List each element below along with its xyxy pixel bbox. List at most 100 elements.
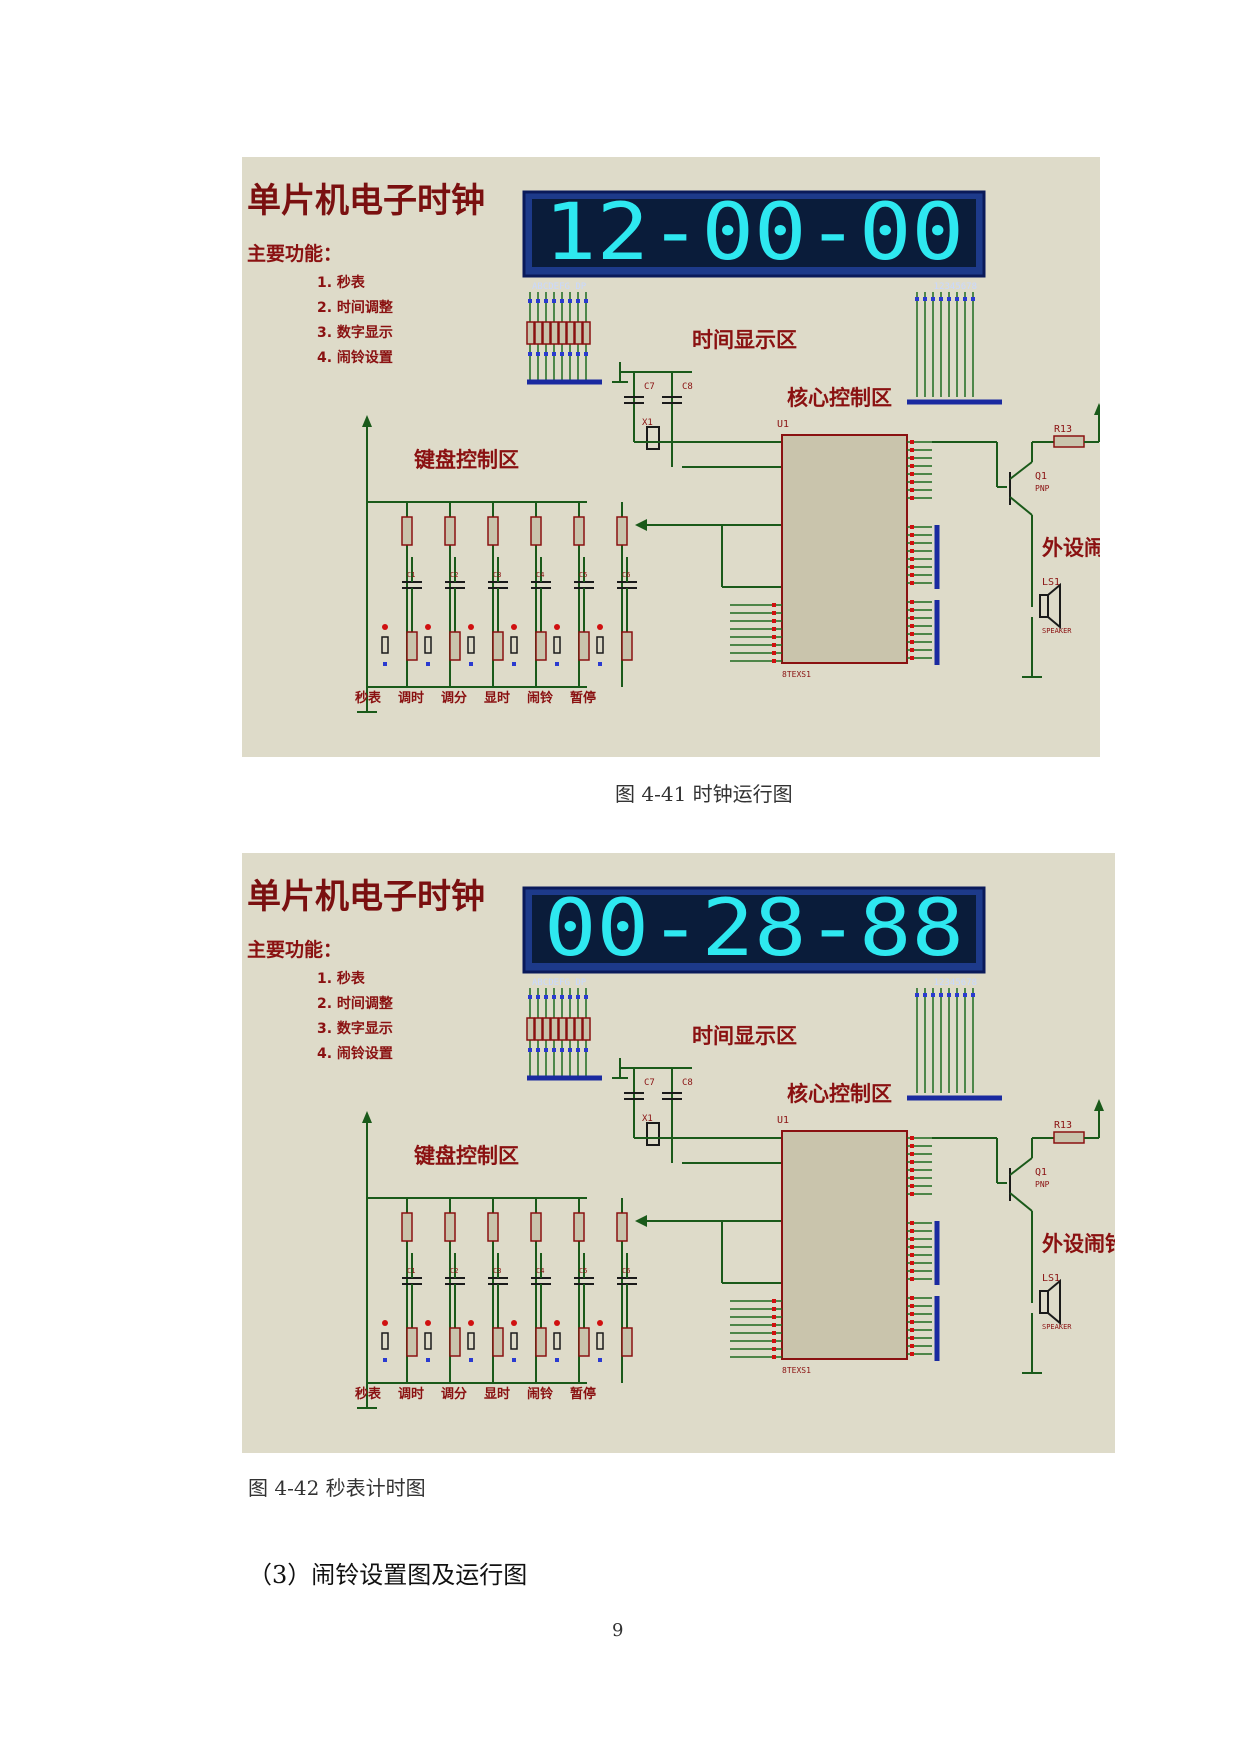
resistor-r13 (1053, 435, 1085, 448)
key-switch (553, 1332, 561, 1350)
key-label: 闹铃 (527, 690, 553, 706)
key-switch (510, 636, 518, 654)
mcu-name: U1 (777, 1115, 789, 1126)
pullup-resistor (401, 516, 413, 546)
key-switch (424, 636, 432, 654)
svg-text:C6: C6 (622, 571, 630, 579)
key-resistor (406, 1327, 418, 1357)
svg-text:C5: C5 (579, 1267, 587, 1275)
feature-item: 2. 时间调整 (317, 995, 394, 1012)
key-resistor (621, 1327, 633, 1357)
key-switch (381, 1332, 389, 1350)
feature-item: 4. 闹铃设置 (317, 349, 393, 366)
key-resistor (535, 1327, 547, 1357)
core-area-label: 核心控制区 (787, 1082, 892, 1106)
alarm-label: 外设闹铃 (1042, 536, 1100, 560)
svg-text:R13: R13 (1054, 1120, 1072, 1131)
mcu-chip (781, 1130, 908, 1360)
key-label: 显时 (484, 1386, 510, 1402)
key-switch (596, 1332, 604, 1350)
feature-item: 4. 闹铃设置 (317, 1045, 393, 1062)
pullup-resistor (616, 516, 628, 546)
key-resistor (578, 1327, 590, 1357)
key-switch (381, 636, 389, 654)
key-switch (467, 636, 475, 654)
key-label: 秒表 (355, 1386, 382, 1402)
svg-text:LS1: LS1 (1042, 1273, 1060, 1284)
key-label: 调时 (398, 1386, 424, 1402)
key-switch (424, 1332, 432, 1350)
features-heading: 主要功能： (247, 242, 342, 265)
feature-item: 1. 秒表 (317, 970, 366, 987)
page-number: 9 (612, 1620, 624, 1641)
resistor-r13 (1053, 1131, 1085, 1144)
alarm-label: 外设闹铃 (1042, 1232, 1115, 1256)
pullup-resistor (616, 1212, 628, 1242)
display-area-label: 时间显示区 (692, 328, 797, 352)
svg-text:C1: C1 (407, 571, 415, 579)
key-resistor (449, 1327, 461, 1357)
feature-item: 1. 秒表 (317, 274, 366, 291)
key-label: 调分 (441, 690, 467, 706)
feature-item: 3. 数字显示 (317, 324, 393, 341)
mcu-name: U1 (777, 419, 789, 430)
svg-text:X1: X1 (642, 418, 653, 428)
figure-caption-2: 图 4-42 秒表计时图 (248, 1476, 426, 1500)
key-switch (553, 636, 561, 654)
key-resistor (449, 631, 461, 661)
svg-text:C3: C3 (493, 1267, 501, 1275)
key-resistor (621, 631, 633, 661)
key-label: 闹铃 (527, 1386, 553, 1402)
key-label: 暂停 (570, 690, 596, 706)
key-label: 暂停 (570, 1386, 596, 1402)
key-label: 秒表 (355, 690, 382, 706)
svg-text:C2: C2 (450, 1267, 458, 1275)
svg-text:SPEAKER: SPEAKER (1042, 1323, 1072, 1331)
led-segment-label: ABCDEFG DP (532, 978, 587, 988)
speaker (1039, 1290, 1049, 1314)
pullup-resistor (487, 516, 499, 546)
key-switch (510, 1332, 518, 1350)
mcu-chip (781, 434, 908, 664)
features-heading: 主要功能： (247, 938, 342, 961)
pullup-resistor (444, 516, 456, 546)
svg-text:SPEAKER: SPEAKER (1042, 627, 1072, 635)
led-display-window (532, 895, 976, 963)
led-display-window (532, 199, 976, 267)
key-resistor (406, 631, 418, 661)
figure-caption-1: 图 4-41 时钟运行图 (615, 782, 793, 806)
mcu-part: 8TEXS1 (782, 670, 811, 679)
svg-text:C5: C5 (579, 571, 587, 579)
pullup-resistor (401, 1212, 413, 1242)
mcu-part: 8TEXS1 (782, 1366, 811, 1375)
pullup-resistor (573, 1212, 585, 1242)
display-area-label: 时间显示区 (692, 1024, 797, 1048)
schematic-title: 单片机电子时钟 (247, 877, 485, 917)
led-time-digits: 12-00-00 (544, 188, 964, 278)
pullup-resistor (573, 516, 585, 546)
svg-text:C7: C7 (644, 1078, 655, 1088)
svg-text:Q1: Q1 (1035, 471, 1047, 482)
svg-text:C8: C8 (682, 382, 693, 392)
key-resistor (492, 1327, 504, 1357)
svg-text:C8: C8 (682, 1078, 693, 1088)
svg-text:C4: C4 (536, 1267, 544, 1275)
keyboard-area-label: 键盘控制区 (414, 1144, 519, 1168)
key-resistor (492, 631, 504, 661)
svg-text:C7: C7 (644, 382, 655, 392)
key-label: 调分 (441, 1386, 467, 1402)
pullup-resistor (530, 1212, 542, 1242)
svg-text:C4: C4 (536, 571, 544, 579)
keyboard-area-label: 键盘控制区 (414, 448, 519, 472)
led-segment-label: ABCDEFG DP (532, 282, 587, 292)
crystal (646, 1122, 660, 1146)
feature-item: 3. 数字显示 (317, 1020, 393, 1037)
feature-item: 2. 时间调整 (317, 299, 394, 316)
svg-text:Q1: Q1 (1035, 1167, 1047, 1178)
key-resistor (535, 631, 547, 661)
svg-text:PNP: PNP (1035, 484, 1050, 493)
